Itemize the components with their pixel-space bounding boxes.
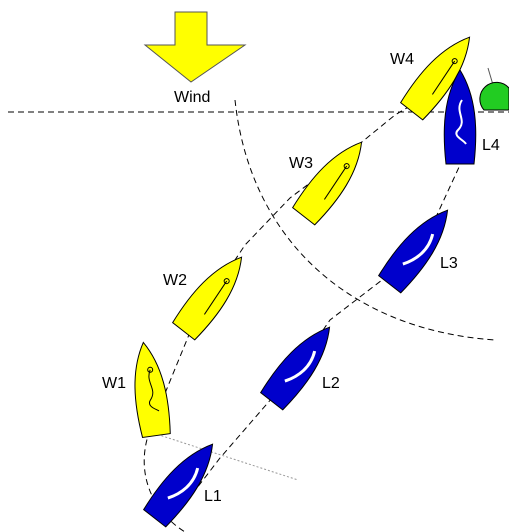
- label-W2: W2: [163, 272, 187, 289]
- label-L2: L2: [322, 375, 340, 392]
- overlap-line: [149, 431, 299, 481]
- course-lines: [8, 99, 509, 532]
- wind-arrow-icon: [143, 11, 247, 83]
- label-W3: W3: [289, 155, 313, 172]
- label-L4: L4: [482, 137, 500, 154]
- windward-track: [149, 99, 421, 431]
- boat-W2: [170, 246, 255, 342]
- label-W1: W1: [102, 375, 126, 392]
- arc-large: [234, 99, 496, 341]
- boat-L1: [141, 433, 226, 529]
- boat-W4: [398, 26, 483, 122]
- boat-W1: [127, 339, 173, 439]
- boat-L2: [258, 316, 343, 412]
- leeward-track: [179, 164, 461, 511]
- label-L1: L1: [204, 488, 222, 505]
- label-L3: L3: [440, 255, 458, 272]
- wind-label: Wind: [174, 89, 210, 106]
- arc-small: [143, 429, 186, 532]
- boat-W3: [290, 131, 375, 227]
- label-W4: W4: [390, 51, 414, 68]
- mark-buoy-icon: [479, 67, 509, 111]
- boat-L3: [376, 199, 461, 295]
- boat-L4: [443, 69, 477, 165]
